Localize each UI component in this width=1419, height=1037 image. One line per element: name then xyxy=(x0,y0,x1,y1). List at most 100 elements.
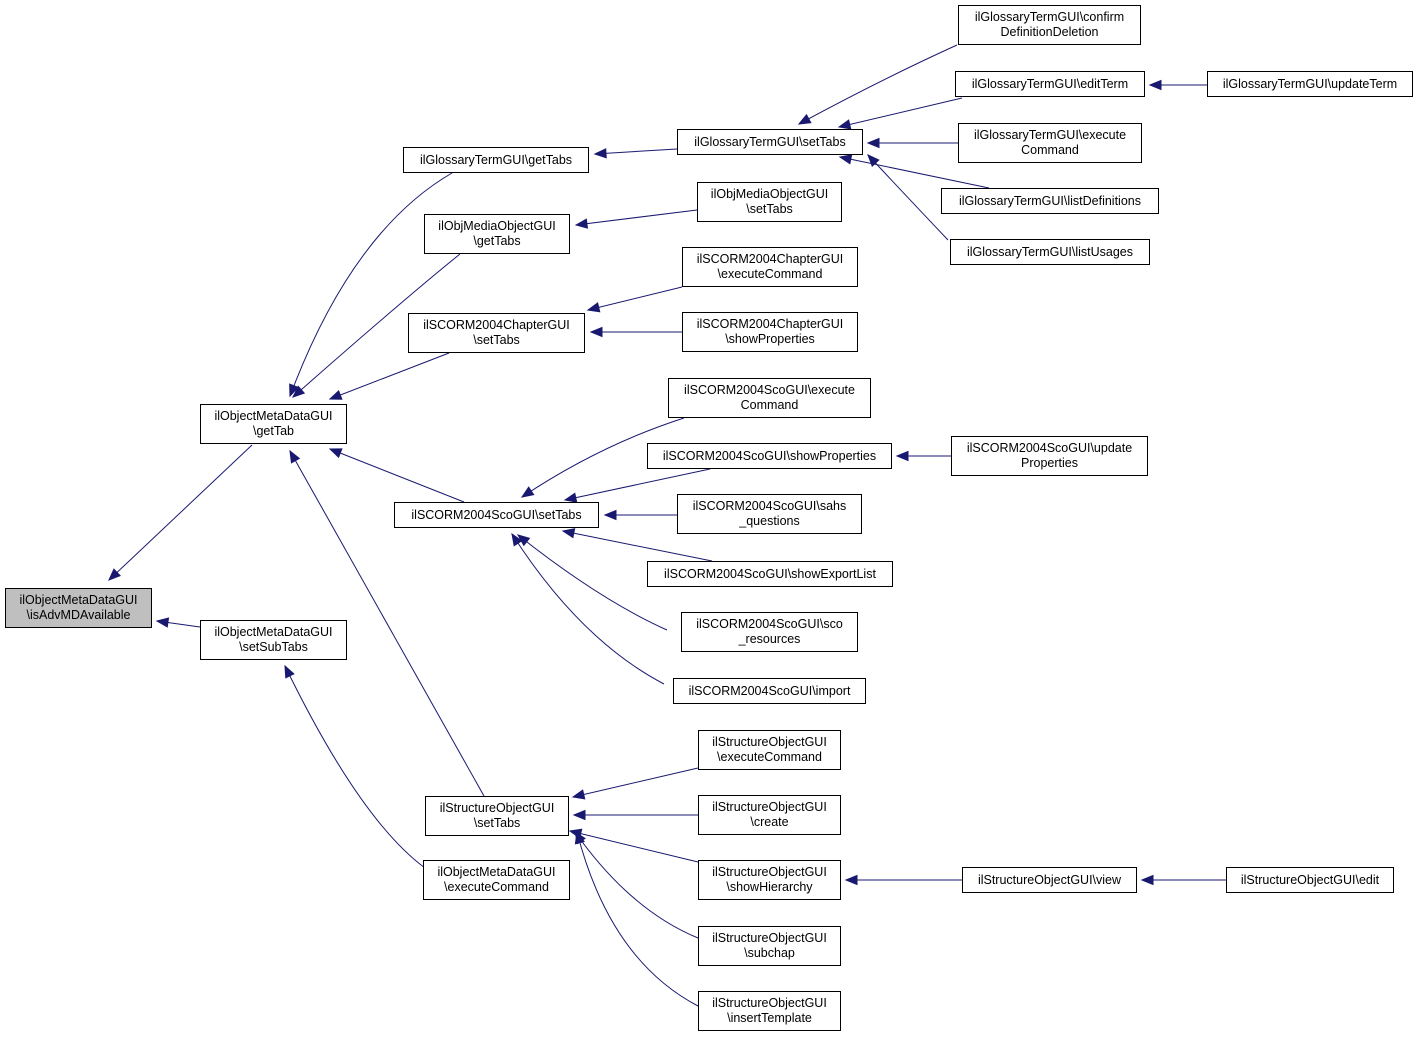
node-label-line: ilStructureObjectGUI xyxy=(712,865,827,879)
edge-line xyxy=(284,665,426,869)
node-struct-view[interactable]: ilStructureObjectGUI\view xyxy=(962,867,1137,893)
edge-scoUpdateProps-to-scoShowProps xyxy=(895,450,951,462)
edge-line xyxy=(572,767,699,798)
node-gloss-get-tabs[interactable]: ilGlossaryTermGUI\getTabs xyxy=(403,147,589,173)
edge-line xyxy=(587,286,683,311)
arrowhead-icon xyxy=(603,509,617,521)
edge-mediaSetTabs-to-mediaGetTabs xyxy=(574,209,698,229)
edge-line xyxy=(564,468,711,501)
node-label-line: \executeCommand xyxy=(717,267,823,281)
node-gloss-list-usages[interactable]: ilGlossaryTermGUI\listUsages xyxy=(950,239,1150,265)
node-struct-create[interactable]: ilStructureObjectGUI\create xyxy=(698,795,841,835)
node-label-line: ilSCORM2004ScoGUI\execute xyxy=(684,383,855,397)
node-chap-set-tabs[interactable]: ilSCORM2004ChapterGUI\setTabs xyxy=(408,313,585,353)
node-struct-hier[interactable]: ilStructureObjectGUI\showHierarchy xyxy=(698,860,841,900)
edge-line xyxy=(329,448,465,503)
arrowhead-icon xyxy=(866,137,880,149)
edge-scoSahs-to-scoSetTabs xyxy=(603,509,677,521)
arrowhead-icon xyxy=(797,113,812,125)
node-gloss-edit[interactable]: ilGlossaryTermGUI\editTerm xyxy=(955,71,1145,97)
node-label-line: \showHierarchy xyxy=(726,880,813,894)
arrowhead-icon xyxy=(520,486,535,498)
edge-structHier-to-structSetTabs xyxy=(568,828,699,863)
node-label-line: ilObjectMetaDataGUI xyxy=(437,865,556,879)
node-label-line: ilSCORM2004ScoGUI\showExportList xyxy=(664,566,876,581)
edge-line xyxy=(517,534,668,631)
node-struct-exec[interactable]: ilStructureObjectGUI\executeCommand xyxy=(698,730,841,770)
node-chap-show-props[interactable]: ilSCORM2004ChapterGUI\showProperties xyxy=(682,312,858,352)
node-label-line: _resources xyxy=(738,632,801,646)
node-struct-subchap[interactable]: ilStructureObjectGUI\subchap xyxy=(698,926,841,966)
node-gloss-set-tabs[interactable]: ilGlossaryTermGUI\setTabs xyxy=(677,129,863,155)
node-set-sub-tabs[interactable]: ilObjectMetaDataGUI\setSubTabs xyxy=(200,620,347,660)
node-label-line: ilSCORM2004ChapterGUI xyxy=(696,317,844,331)
node-meta-exec[interactable]: ilObjectMetaDataGUI\executeCommand xyxy=(423,860,570,900)
node-sco-res[interactable]: ilSCORM2004ScoGUI\sco_resources xyxy=(681,612,858,652)
node-sco-set-tabs[interactable]: ilSCORM2004ScoGUI\setTabs xyxy=(394,502,599,528)
node-label-line: \insertTemplate xyxy=(727,1011,812,1025)
node-label-line: \isAdvMDAvailable xyxy=(26,608,131,622)
node-media-set-tabs[interactable]: ilObjMediaObjectGUI\setTabs xyxy=(697,182,842,222)
node-label-line: ilSCORM2004ScoGUI\setTabs xyxy=(411,507,582,522)
node-label-line: ilGlossaryTermGUI\listDefinitions xyxy=(959,193,1141,208)
node-label-line: ilStructureObjectGUI xyxy=(439,801,555,815)
node-gloss-update[interactable]: ilGlossaryTermGUI\updateTerm xyxy=(1207,71,1413,97)
node-label-line: \create xyxy=(750,815,789,829)
edge-structSetTabs-to-getTab xyxy=(289,449,485,797)
node-struct-set-tabs[interactable]: ilStructureObjectGUI\setTabs xyxy=(425,796,569,836)
node-label-line: \setSubTabs xyxy=(239,640,308,654)
edge-setSubTabs-to-root xyxy=(155,617,201,628)
edge-glossExec-to-glossSetTabs xyxy=(866,137,958,149)
node-label-line: ilStructureObjectGUI xyxy=(712,735,827,749)
edge-line xyxy=(798,44,958,125)
arrowhead-icon xyxy=(572,809,586,821)
node-get-tab[interactable]: ilObjectMetaDataGUI\getTab xyxy=(200,404,347,444)
edge-chapExec-to-chapSetTabs xyxy=(586,286,683,313)
node-sco-sahs[interactable]: ilSCORM2004ScoGUI\sahs_questions xyxy=(677,494,862,534)
node-sco-import[interactable]: ilSCORM2004ScoGUI\import xyxy=(673,678,866,704)
node-label-line: \getTab xyxy=(252,424,294,438)
edge-line xyxy=(594,148,678,155)
node-media-get-tabs[interactable]: ilObjMediaObjectGUI\getTabs xyxy=(424,214,570,254)
node-label-line: ilObjectMetaDataGUI xyxy=(214,625,333,639)
edge-line xyxy=(329,352,450,400)
edge-line xyxy=(511,533,665,685)
node-label-line: ilGlossaryTermGUI\listUsages xyxy=(966,244,1133,259)
edge-chapSetTabs-to-getTab xyxy=(328,352,450,400)
node-label-line: ilSCORM2004ScoGUI\import xyxy=(688,683,851,698)
node-label-line: \setTabs xyxy=(746,202,793,216)
arrowhead-icon xyxy=(328,448,343,459)
node-label-line: \subchap xyxy=(744,946,795,960)
edge-scoShowProps-to-scoSetTabs xyxy=(563,468,711,503)
node-label-line: ilObjectMetaDataGUI xyxy=(19,593,138,607)
edge-glossListUsages-to-glossSetTabs xyxy=(867,154,949,241)
node-sco-show-props[interactable]: ilSCORM2004ScoGUI\showProperties xyxy=(647,443,892,469)
edge-scoExec-to-scoSetTabs xyxy=(520,417,685,498)
node-sco-export-list[interactable]: ilSCORM2004ScoGUI\showExportList xyxy=(647,561,893,587)
node-label-line: ilStructureObjectGUI xyxy=(712,996,827,1010)
node-gloss-list-def[interactable]: ilGlossaryTermGUI\listDefinitions xyxy=(941,188,1159,214)
node-struct-edit[interactable]: ilStructureObjectGUI\edit xyxy=(1226,867,1394,893)
node-struct-insert[interactable]: ilStructureObjectGUI\insertTemplate xyxy=(698,991,841,1031)
node-label-line: \showProperties xyxy=(725,332,815,346)
node-label-line: ilObjMediaObjectGUI xyxy=(438,219,556,233)
edge-line xyxy=(574,831,699,939)
edge-line xyxy=(292,253,461,398)
arrowhead-icon xyxy=(1140,874,1154,886)
arrowhead-icon xyxy=(837,119,852,130)
node-label-line: ilGlossaryTermGUI\getTabs xyxy=(419,152,573,167)
arrowhead-icon xyxy=(838,154,853,165)
node-chap-exec[interactable]: ilSCORM2004ChapterGUI\executeCommand xyxy=(682,247,858,287)
edge-line xyxy=(108,444,253,581)
node-label-line: ilStructureObjectGUI\edit xyxy=(1240,872,1380,887)
arrowhead-icon xyxy=(571,789,586,800)
node-root: ilObjectMetaDataGUI\isAdvMDAvailable xyxy=(5,588,152,628)
arrowhead-icon xyxy=(574,830,585,845)
node-label-line: ilStructureObjectGUI xyxy=(712,800,827,814)
node-label-line: ilSCORM2004ChapterGUI xyxy=(423,318,570,332)
